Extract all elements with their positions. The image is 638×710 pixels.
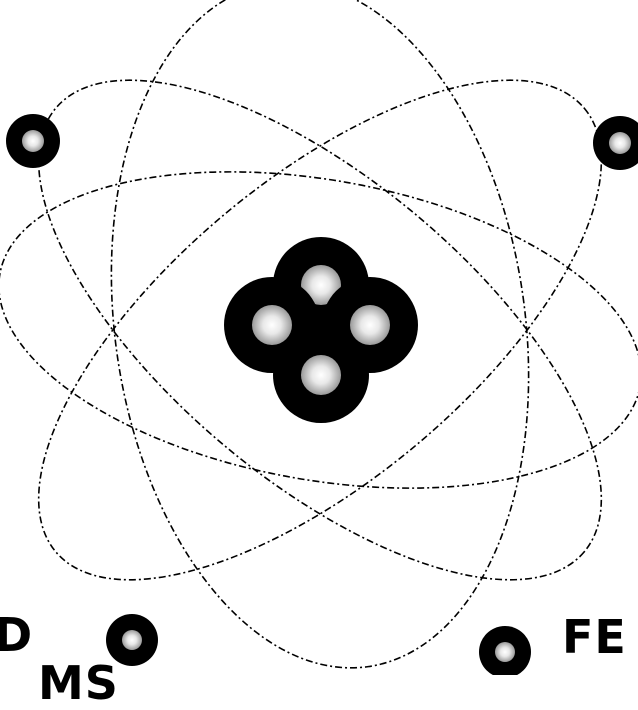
electron-top-left [6,114,60,168]
caption-right: FE [562,614,627,660]
electron-bottom-right [479,626,531,675]
nucleus [224,237,418,423]
electron-top-right [593,116,638,170]
caption-left-line-1: D [0,612,33,658]
caption-left-line-2: MS [38,660,119,706]
nucleus-particle-bottom [273,327,369,423]
atom-illustration [0,0,638,675]
